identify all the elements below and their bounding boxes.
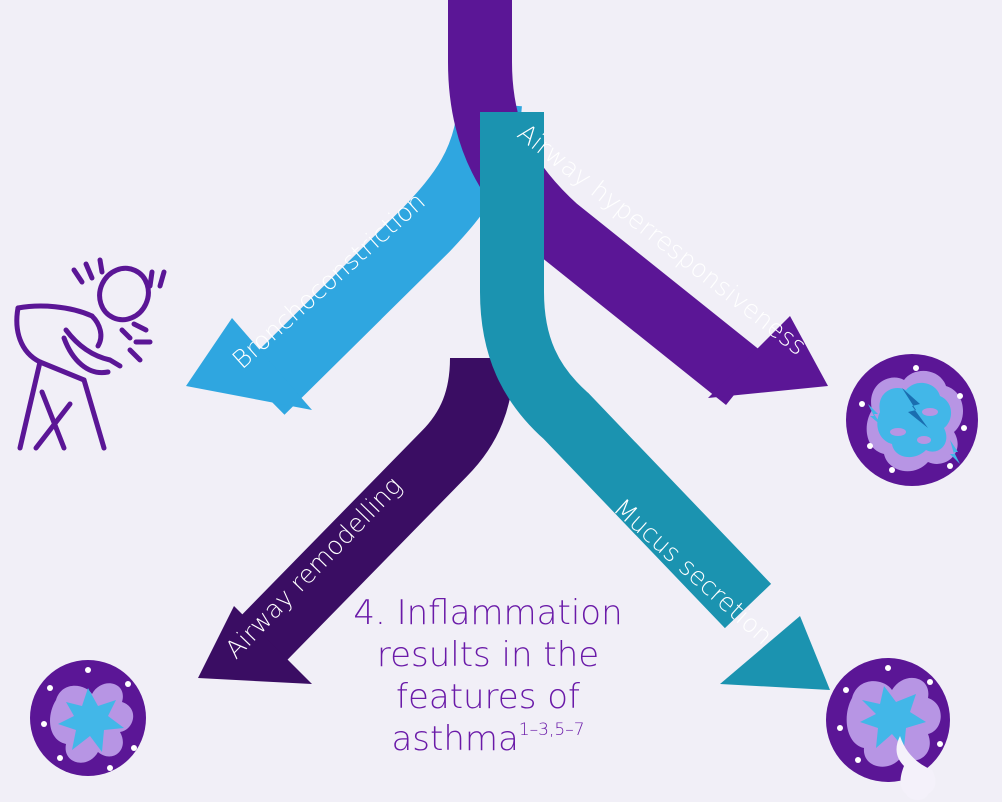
caption-line-3: features of xyxy=(395,677,581,717)
caption-word-asthma: asthma xyxy=(391,719,519,759)
caption: 4. Inflammation results in the features … xyxy=(318,592,658,760)
caption-line-1: 4. Inflammation xyxy=(353,593,623,633)
airway-hyperresponsive-icon xyxy=(846,354,978,486)
remodelled-airway-icon xyxy=(30,660,146,776)
caption-line-2: results in the xyxy=(376,635,600,675)
caption-line-4: asthma1–3,5–7 xyxy=(318,718,658,760)
mucus-airway-icon xyxy=(826,658,950,800)
caption-references: 1–3,5–7 xyxy=(518,720,585,740)
coughing-person-icon xyxy=(14,257,167,451)
airway-remodelling-arrow xyxy=(198,357,514,684)
mucus-secretion-arrow xyxy=(480,112,830,690)
